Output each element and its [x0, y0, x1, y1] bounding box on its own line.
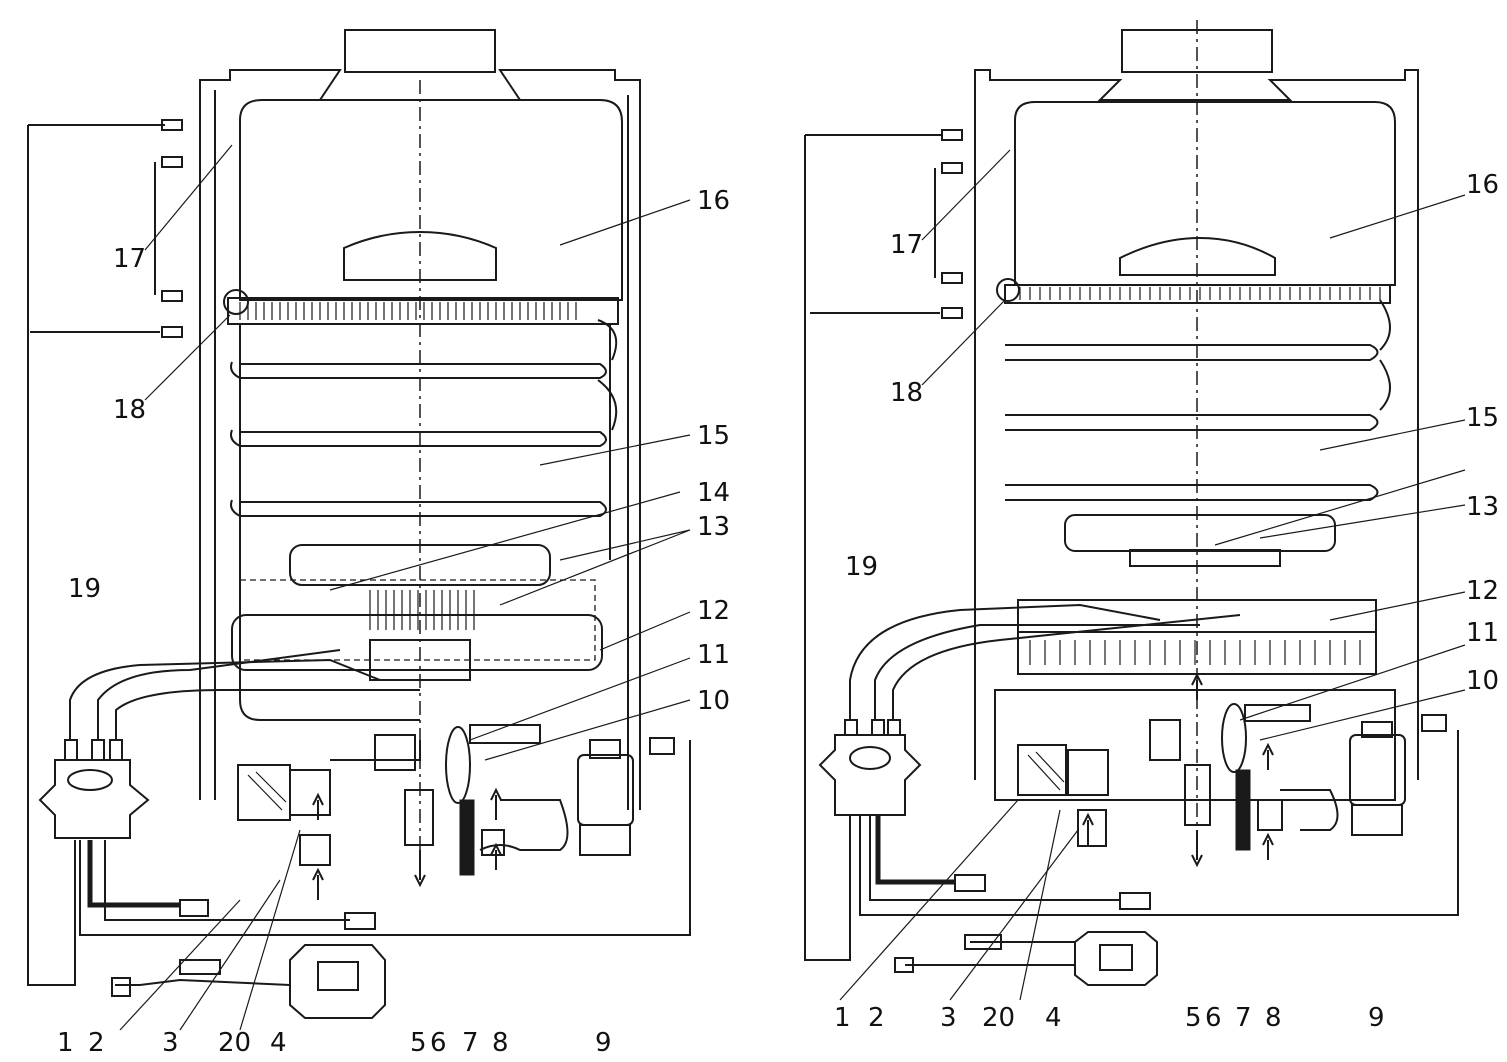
label-left-16: 16	[697, 186, 731, 216]
label-right-19: 19	[845, 552, 879, 582]
label-left-10: 10	[697, 686, 731, 716]
label-right-7: 7	[1235, 1003, 1252, 1033]
label-left-20: 20	[218, 1028, 252, 1058]
label-left-5: 5	[410, 1028, 427, 1058]
label-right-3: 3	[940, 1003, 957, 1033]
label-right-1: 1	[834, 1003, 851, 1033]
label-left-11: 11	[697, 640, 731, 670]
label-left-8: 8	[492, 1028, 509, 1058]
label-right-11: 11	[1466, 618, 1500, 648]
label-left-19: 19	[68, 574, 102, 604]
label-left-12: 12	[697, 596, 731, 626]
label-left-2: 2	[88, 1028, 105, 1058]
label-left-18: 18	[113, 395, 147, 425]
label-left-14: 14	[697, 478, 731, 508]
label-right-17: 17	[890, 230, 924, 260]
label-right-8: 8	[1265, 1003, 1282, 1033]
label-left-15: 15	[697, 421, 731, 451]
label-left-13: 13	[697, 512, 731, 542]
label-left-4: 4	[270, 1028, 287, 1058]
label-right-5: 5	[1185, 1003, 1202, 1033]
label-right-12: 12	[1466, 576, 1500, 606]
label-right-16: 16	[1466, 170, 1500, 200]
label-left-3: 3	[162, 1028, 179, 1058]
label-left-1: 1	[57, 1028, 74, 1058]
label-left-6: 6	[430, 1028, 447, 1058]
label-right-9: 9	[1368, 1003, 1385, 1033]
label-left-9: 9	[595, 1028, 612, 1058]
label-right-4: 4	[1045, 1003, 1062, 1033]
label-right-20: 20	[982, 1003, 1016, 1033]
label-left-17: 17	[113, 244, 147, 274]
label-right-2: 2	[868, 1003, 885, 1033]
label-right-10: 10	[1466, 666, 1500, 696]
label-right-6: 6	[1205, 1003, 1222, 1033]
label-right-18: 18	[890, 378, 924, 408]
label-right-15: 15	[1466, 403, 1500, 433]
label-left-7: 7	[462, 1028, 479, 1058]
label-right-13: 13	[1466, 492, 1500, 522]
